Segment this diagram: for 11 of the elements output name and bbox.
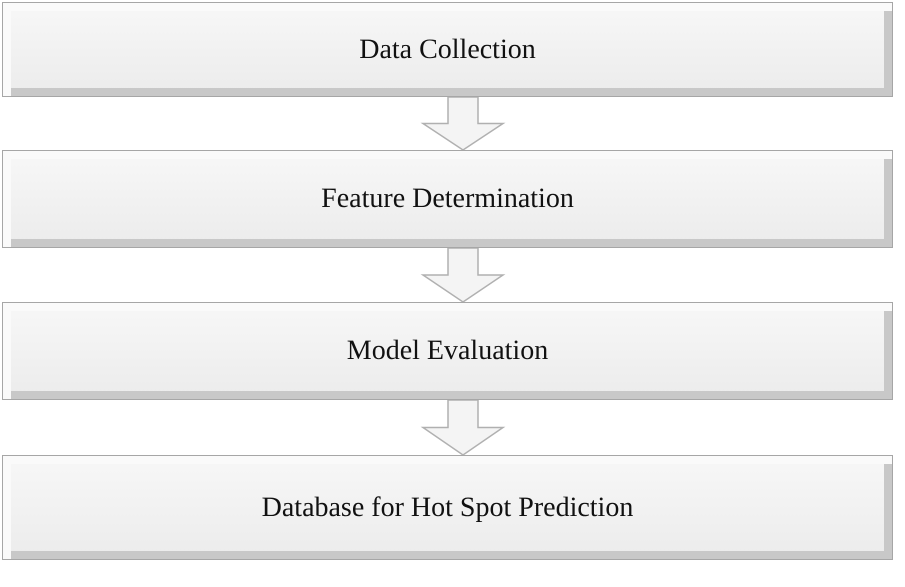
- box-label: Data Collection: [359, 34, 536, 66]
- block-arrow: [420, 247, 506, 303]
- process-box: [2, 2, 893, 97]
- process-box: [2, 302, 893, 400]
- box-label: Database for Hot Spot Prediction: [262, 492, 634, 524]
- box-label: Feature Determination: [321, 183, 574, 215]
- process-box: [2, 455, 893, 560]
- process-box: [2, 150, 893, 248]
- block-arrow: [420, 96, 506, 151]
- block-arrow: [420, 399, 506, 456]
- box-label: Model Evaluation: [346, 335, 548, 367]
